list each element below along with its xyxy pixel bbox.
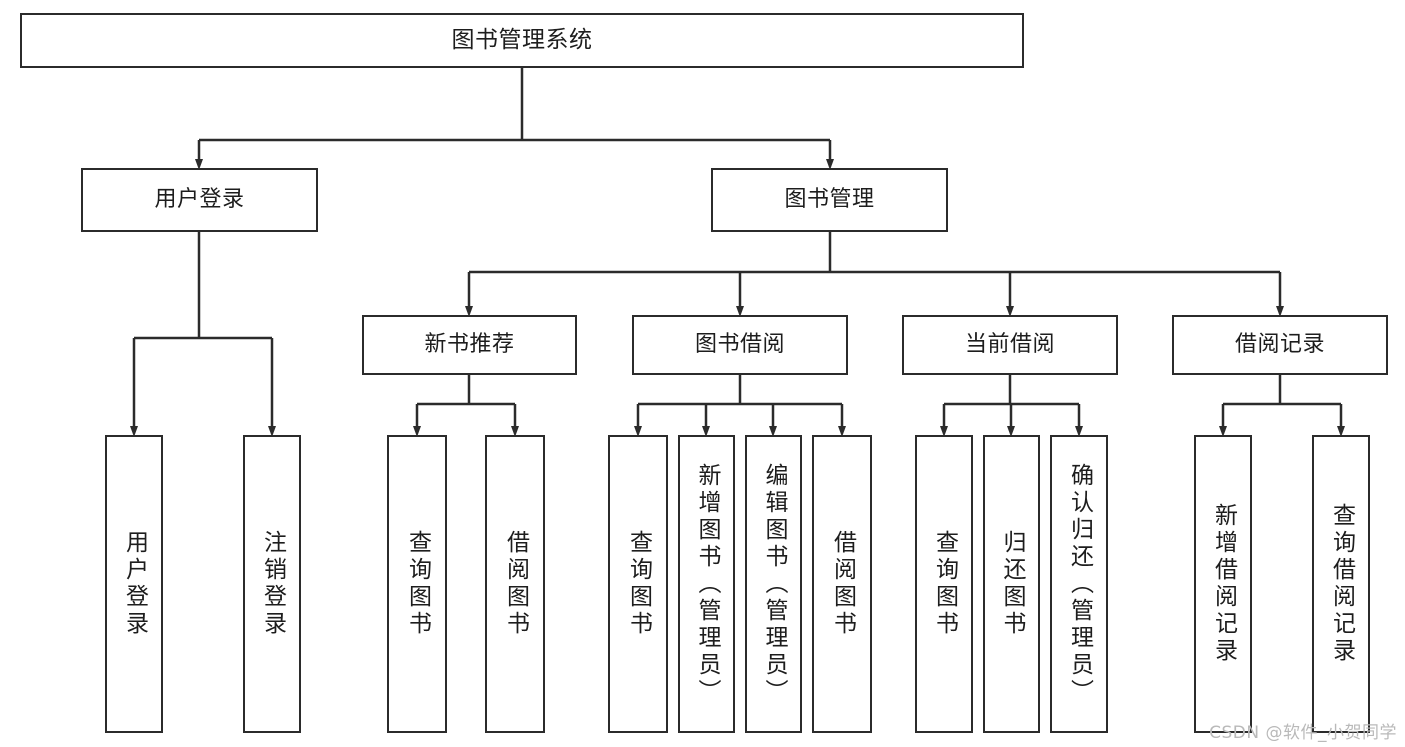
leaf-add-book-admin-label: 新增图书（管理员） <box>694 462 720 706</box>
leaf-user-login-label: 用户登录 <box>121 530 148 638</box>
leaf-query-borrow-record-label: 查询借阅记录 <box>1328 503 1355 665</box>
leaf-return-book-label: 归还图书 <box>999 530 1025 638</box>
leaf-add-book-admin[interactable]: 新增图书（管理员） <box>678 435 735 733</box>
leaf-query-book-current-label: 查询图书 <box>931 530 958 638</box>
node-new-book-recommend-label: 新书推荐 <box>424 332 515 358</box>
leaf-confirm-return-admin-label: 确认归还（管理员） <box>1066 462 1093 706</box>
node-root-label: 图书管理系统 <box>451 26 593 53</box>
leaf-user-login[interactable]: 用户登录 <box>105 435 163 733</box>
node-borrow-records[interactable]: 借阅记录 <box>1172 315 1388 375</box>
leaf-edit-book-admin[interactable]: 编辑图书（管理员） <box>745 435 802 733</box>
leaf-add-borrow-record-label: 新增借阅记录 <box>1210 503 1237 665</box>
leaf-logout-login[interactable]: 注销登录 <box>243 435 301 733</box>
leaf-query-book-borrow-label: 查询图书 <box>625 530 652 638</box>
leaf-borrow-book-label: 借阅图书 <box>829 530 856 638</box>
leaf-query-book-borrow[interactable]: 查询图书 <box>608 435 668 733</box>
node-current-borrow[interactable]: 当前借阅 <box>902 315 1118 375</box>
node-current-borrow-label: 当前借阅 <box>964 332 1055 358</box>
node-book-manage-label: 图书管理 <box>784 187 875 213</box>
node-new-book-recommend[interactable]: 新书推荐 <box>362 315 577 375</box>
leaf-query-book-recommend-label: 查询图书 <box>404 530 431 638</box>
leaf-borrow-book[interactable]: 借阅图书 <box>812 435 872 733</box>
csdn-watermark: CSDN @软件_小贺同学 <box>1209 723 1397 743</box>
node-book-manage[interactable]: 图书管理 <box>711 168 948 232</box>
leaf-edit-book-admin-label: 编辑图书（管理员） <box>761 462 787 706</box>
leaf-borrow-book-recommend[interactable]: 借阅图书 <box>485 435 545 733</box>
leaf-borrow-book-recommend-label: 借阅图书 <box>502 530 529 638</box>
node-user-login-label: 用户登录 <box>154 187 245 213</box>
leaf-return-book[interactable]: 归还图书 <box>983 435 1040 733</box>
leaf-query-book-current[interactable]: 查询图书 <box>915 435 973 733</box>
node-book-borrow-label: 图书借阅 <box>694 332 785 358</box>
node-user-login[interactable]: 用户登录 <box>81 168 318 232</box>
leaf-confirm-return-admin[interactable]: 确认归还（管理员） <box>1050 435 1108 733</box>
leaf-query-book-recommend[interactable]: 查询图书 <box>387 435 447 733</box>
leaf-logout-login-label: 注销登录 <box>259 530 286 638</box>
leaf-query-borrow-record[interactable]: 查询借阅记录 <box>1312 435 1370 733</box>
node-book-borrow[interactable]: 图书借阅 <box>632 315 848 375</box>
node-borrow-records-label: 借阅记录 <box>1234 332 1325 358</box>
leaf-add-borrow-record[interactable]: 新增借阅记录 <box>1194 435 1252 733</box>
node-root-system[interactable]: 图书管理系统 <box>20 13 1024 68</box>
